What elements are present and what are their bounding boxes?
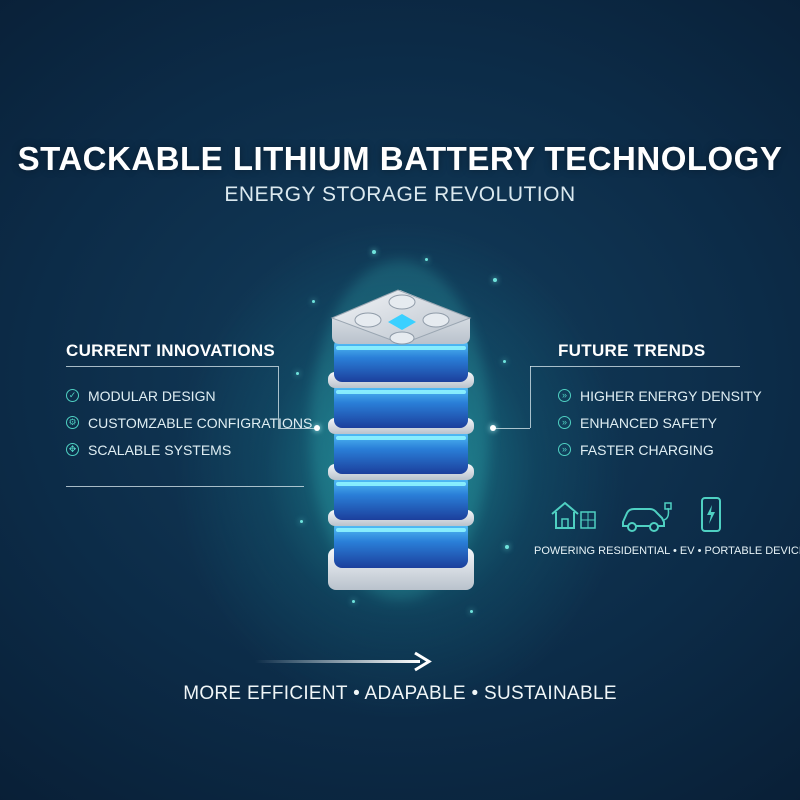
right-connector-horizontal [494, 428, 530, 429]
page-title: STACKABLE LITHIUM BATTERY TECHNOLOGY [17, 140, 783, 177]
future-trends-list: » HIGHER ENERGY DENSITY » ENHANCED SAFET… [558, 382, 762, 463]
current-innovations-heading: CURRENT INNOVATIONS [66, 341, 276, 360]
list-item-scalable-systems: ✥ SCALABLE SYSTEMS [66, 436, 312, 463]
progress-arrow-icon [255, 651, 432, 672]
list-item-label: FASTER CHARGING [580, 441, 714, 458]
list-item-higher-energy-density: » HIGHER ENERGY DENSITY [558, 382, 762, 409]
expand-arrows-icon: ✥ [66, 443, 79, 456]
house-solar-icon [551, 501, 596, 529]
list-item-customizable-configurations: ⚙ CUSTOMZABLE CONFIGRATIONS [66, 409, 312, 436]
leaf-icon: ✓ [66, 389, 79, 402]
list-item-label: ENHANCED SAFETY [580, 414, 717, 431]
list-item-faster-charging: » FASTER CHARGING [558, 436, 762, 463]
gear-icon: ⚙ [66, 416, 79, 429]
list-item-label: MODULAR DESIGN [88, 387, 216, 404]
tagline: MORE EFFICIENT • ADAPABLE • SUSTAINABLE [183, 683, 617, 704]
chevrons-right-icon: » [558, 416, 571, 429]
battery-cell-1 [334, 338, 468, 382]
electric-car-icon [622, 502, 672, 532]
right-connector-vertical [530, 366, 531, 428]
right-divider-top [530, 366, 740, 367]
chevrons-right-icon: » [558, 389, 571, 402]
future-trends-heading: FUTURE TRENDS [558, 341, 706, 360]
applications-caption: POWERING RESIDENTIAL • EV • PORTABLE DEV… [534, 545, 800, 557]
right-connector-dot [490, 425, 496, 431]
list-item-enhanced-safety: » ENHANCED SAFETY [558, 409, 762, 436]
left-divider-bottom [66, 486, 304, 487]
smartphone-charging-icon [701, 497, 721, 532]
left-connector-horizontal [278, 428, 318, 429]
list-item-modular-design: ✓ MODULAR DESIGN [66, 382, 312, 409]
page-subtitle: ENERGY STORAGE REVOLUTION [224, 183, 576, 206]
left-divider-top [66, 366, 278, 367]
chevrons-right-icon: » [558, 443, 571, 456]
battery-top-cap [330, 289, 472, 345]
current-innovations-list: ✓ MODULAR DESIGN ⚙ CUSTOMZABLE CONFIGRAT… [66, 382, 312, 463]
list-item-label: HIGHER ENERGY DENSITY [580, 387, 762, 404]
battery-cell-5 [328, 510, 474, 590]
left-connector-vertical [278, 366, 279, 428]
left-connector-dot [314, 425, 320, 431]
list-item-label: SCALABLE SYSTEMS [88, 441, 232, 458]
list-item-label: CUSTOMZABLE CONFIGRATIONS [88, 414, 313, 431]
